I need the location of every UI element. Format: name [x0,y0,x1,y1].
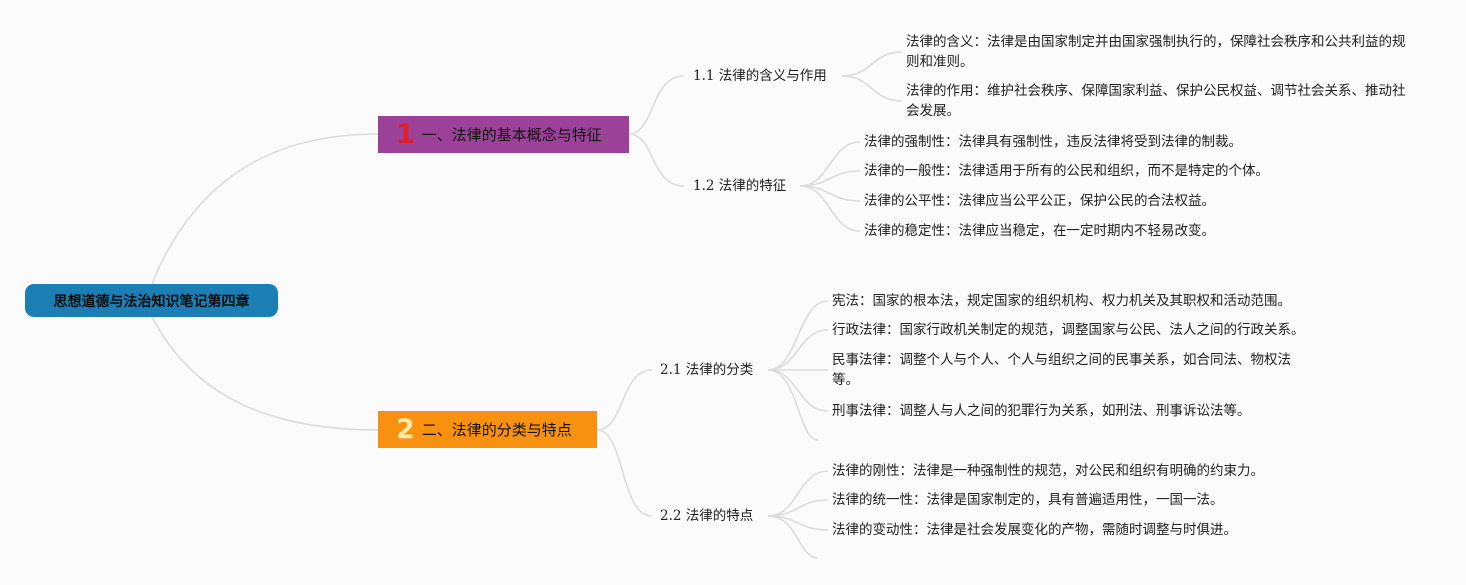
leaf-2-1-1-text: 宪法：国家的根本法，规定国家的组织机构、权力机关及其职权和活动范围。 [832,293,1291,309]
subtopic-1-1[interactable]: 1.1 法律的含义与作用 [693,67,827,85]
leaf-2-1-2-text: 行政法律：国家行政机关制定的规范，调整国家与公民、法人之间的行政关系。 [832,322,1305,338]
branch-2-label: 二、法律的分类与特点 [421,421,572,439]
branch-2-topic[interactable]: 2 二、法律的分类与特点 [378,411,597,448]
link-s12-l1 [799,141,861,187]
link-b2-s21 [596,369,653,431]
leaf-1-2-1[interactable]: 法律的强制性：法律具有强制性，违反法律将受到法律的制裁。 [864,132,1242,152]
leaf-1-2-1-text: 法律的强制性：法律具有强制性，违反法律将受到法律的制裁。 [864,134,1242,150]
leaf-2-1-4[interactable]: 刑事法律：调整人与人之间的犯罪行为关系，如刑法、刑事诉讼法等。 [832,401,1251,421]
branch-1-label: 一、法律的基本概念与特征 [421,126,602,144]
link-s22-l1 [767,470,829,517]
leaf-2-2-2-text: 法律的统一性：法律是国家制定的，具有普遍适用性，一国一法。 [832,492,1224,508]
link-b2-s22 [596,429,653,517]
leaf-1-1-2-text: 法律的作用：维护社会秩序、保障国家利益、保护公民权益、调节社会关系、推动社会发展… [906,83,1406,119]
subtopic-2-1-label: 2.1 法律的分类 [660,362,754,378]
leaf-2-2-1-text: 法律的刚性：法律是一种强制性的规范，对公民和组织有明确的约束力。 [832,463,1264,479]
leaf-1-2-4[interactable]: 法律的稳定性：法律应当稳定，在一定时期内不轻易改变。 [864,221,1215,241]
branch-1-number-icon: 1 [396,119,415,150]
leaf-2-1-2[interactable]: 行政法律：国家行政机关制定的规范，调整国家与公民、法人之间的行政关系。 [832,320,1305,340]
link-s22-l4 [767,515,819,559]
leaf-2-1-1[interactable]: 宪法：国家的根本法，规定国家的组织机构、权力机关及其职权和活动范围。 [832,291,1291,311]
leaf-2-2-3-text: 法律的变动性：法律是社会发展变化的产物，需随时调整与时俱进。 [832,522,1237,538]
subtopic-1-2-label: 1.2 法律的特征 [693,178,787,194]
link-s21-l5 [767,369,819,441]
link-s12-l4 [799,185,861,232]
leaf-2-2-2[interactable]: 法律的统一性：法律是国家制定的，具有普遍适用性，一国一法。 [832,490,1224,510]
link-root-b1 [151,133,379,285]
leaf-1-2-3-text: 法律的公平性：法律应当公平公正，保护公民的合法权益。 [864,193,1215,209]
subtopic-2-1[interactable]: 2.1 法律的分类 [660,361,753,379]
link-s21-l2 [767,329,829,371]
root-topic[interactable]: 思想道德与法治知识笔记第四章 [25,284,278,317]
subtopic-1-1-label: 1.1 法律的含义与作用 [693,68,827,84]
leaf-2-1-4-text: 刑事法律：调整人与人之间的犯罪行为关系，如刑法、刑事诉讼法等。 [832,403,1251,419]
leaf-1-1-1-text: 法律的含义：法律是由国家制定并由国家强制执行的，保障社会秩序和公共利益的规则和准… [906,34,1406,70]
link-s11-l2 [841,75,903,102]
branch-1-topic[interactable]: 1 一、法律的基本概念与特征 [378,116,629,153]
leaf-2-2-1[interactable]: 法律的刚性：法律是一种强制性的规范，对公民和组织有明确的约束力。 [832,461,1264,481]
subtopic-1-2[interactable]: 1.2 法律的特征 [693,177,786,195]
link-s21-l1 [767,300,829,371]
leaf-1-2-3[interactable]: 法律的公平性：法律应当公平公正，保护公民的合法权益。 [864,191,1215,211]
leaf-1-2-2-text: 法律的一般性：法律适用于所有的公民和组织，而不是特定的个体。 [864,163,1269,179]
leaf-2-2-3[interactable]: 法律的变动性：法律是社会发展变化的产物，需随时调整与时俱进。 [832,520,1237,540]
leaf-2-1-3[interactable]: 民事法律：调整个人与个人、个人与组织之间的民事关系，如合同法、物权法等。 [832,350,1314,390]
link-b1-s11 [628,75,685,135]
leaf-1-1-2[interactable]: 法律的作用：维护社会秩序、保障国家利益、保护公民权益、调节社会关系、推动社会发展… [906,81,1406,121]
link-s11-l1 [841,51,903,77]
leaf-1-2-2[interactable]: 法律的一般性：法律适用于所有的公民和组织，而不是特定的个体。 [864,161,1269,181]
leaf-2-1-3-text: 民事法律：调整个人与个人、个人与组织之间的民事关系，如合同法、物权法等。 [832,352,1291,388]
root-topic-label: 思想道德与法治知识笔记第四章 [53,293,250,310]
link-s21-l4 [767,369,829,412]
link-b1-s12 [628,133,685,187]
branch-2-number-icon: 2 [396,414,415,445]
link-root-b2 [151,316,379,431]
subtopic-2-2-label: 2.2 法律的特点 [660,508,754,524]
subtopic-2-2[interactable]: 2.2 法律的特点 [660,507,753,525]
leaf-1-2-4-text: 法律的稳定性：法律应当稳定，在一定时期内不轻易改变。 [864,223,1215,239]
leaf-1-1-1[interactable]: 法律的含义：法律是由国家制定并由国家强制执行的，保障社会秩序和公共利益的规则和准… [906,32,1406,72]
